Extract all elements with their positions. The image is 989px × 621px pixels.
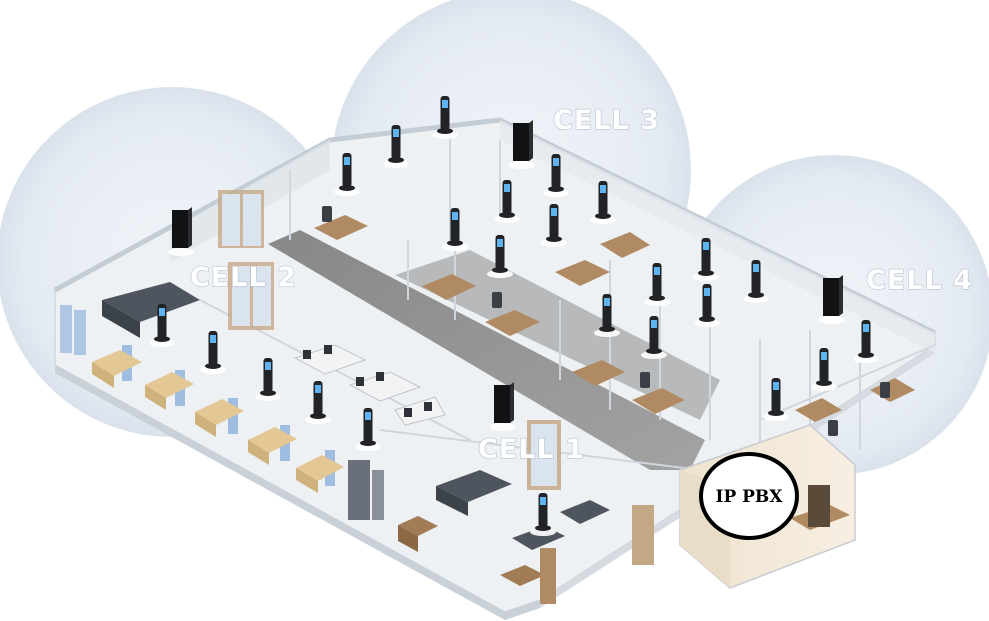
corridor-upper — [268, 230, 705, 470]
dect-handset — [442, 208, 468, 251]
dect-handset — [355, 408, 381, 451]
dect-handset — [590, 181, 616, 224]
dect-handset — [594, 294, 620, 337]
corridor-mid — [395, 250, 720, 420]
dect-handset — [694, 284, 720, 327]
dect-handset — [644, 263, 670, 306]
pbx-circle — [699, 452, 799, 540]
dect-handset — [530, 493, 556, 536]
dect-handset — [541, 204, 567, 247]
lab-area — [60, 282, 384, 520]
dect-handset — [494, 180, 520, 223]
dect-handset — [693, 238, 719, 281]
lobby — [398, 470, 654, 604]
cell-labels: CELL 3 CELL 2 CELL 4 CELL 1 — [189, 104, 973, 465]
dect-handset — [334, 153, 360, 196]
dect-handset — [487, 235, 513, 278]
dect-handset — [255, 358, 281, 401]
office-desks — [314, 215, 915, 422]
ip-pbx[interactable]: IP PBX — [699, 452, 799, 540]
dect-base-station — [819, 275, 845, 324]
dect-handset — [383, 125, 409, 168]
dect-handset — [641, 316, 667, 359]
workstations — [293, 344, 446, 426]
pbx-label: IP PBX — [716, 487, 784, 507]
dect-base-station — [168, 207, 194, 256]
cell-4-label: CELL 4 — [866, 265, 973, 296]
cell-2-label: CELL 2 — [190, 262, 297, 293]
dect-handset — [149, 304, 175, 347]
dect-base-station — [509, 120, 535, 169]
dect-handset — [432, 96, 458, 139]
dect-handset — [743, 260, 769, 303]
cell-3-label: CELL 3 — [553, 105, 660, 136]
dect-handset — [853, 320, 879, 363]
dect-handset — [763, 378, 789, 421]
dect-handset — [811, 348, 837, 391]
devices — [149, 96, 879, 536]
dect-base-station — [490, 382, 516, 431]
office-chairs — [322, 206, 890, 436]
dect-handset — [543, 154, 569, 197]
dect-handset — [200, 331, 226, 374]
dect-handset — [305, 381, 331, 424]
cell-1-label: CELL 1 — [478, 434, 585, 465]
monitors — [303, 345, 432, 417]
doors — [218, 190, 561, 490]
